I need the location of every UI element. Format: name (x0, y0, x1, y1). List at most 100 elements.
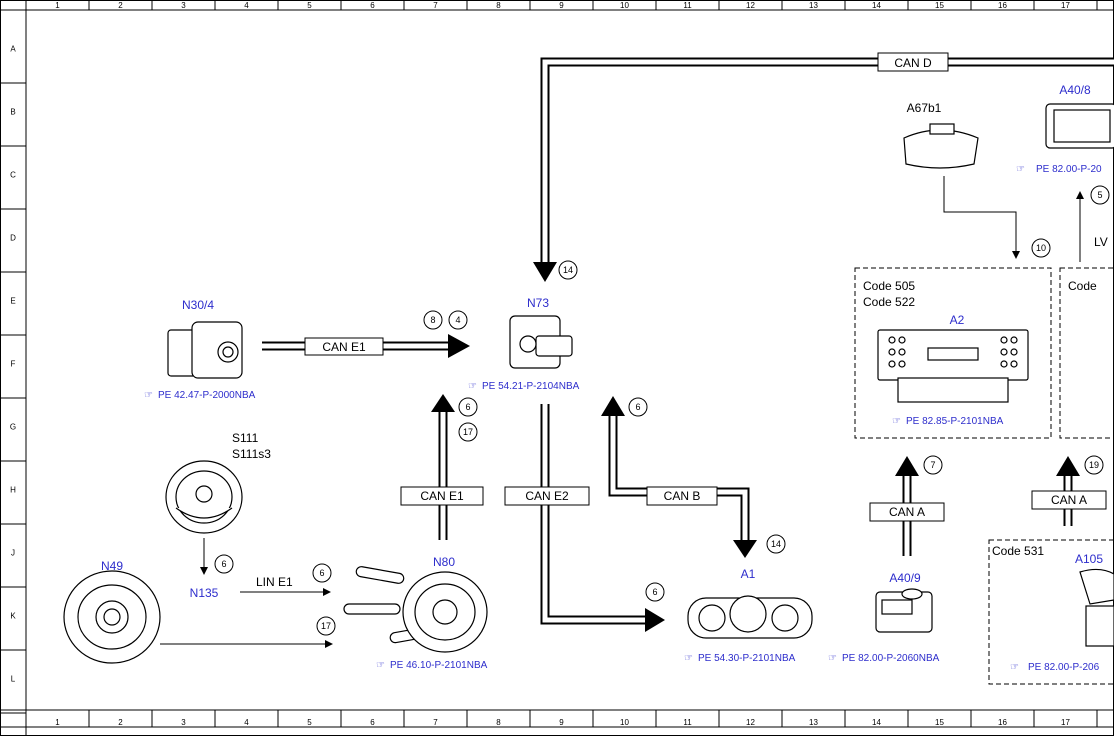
bus-can-a-2: CAN A (1051, 493, 1087, 507)
n30-4-module-icon (167, 321, 243, 379)
label-n73: N73 (527, 296, 549, 310)
bus-arrowheads (431, 262, 1080, 632)
label-n49: N49 (101, 559, 123, 573)
circle-4-text: 4 (455, 315, 460, 325)
circle-5-text: 5 (1097, 190, 1102, 200)
ref-n73[interactable]: ☞ PE 54.21-P-2104NBA (468, 381, 580, 392)
grid-col-label: 2 (118, 718, 123, 727)
circle-7-text: 7 (930, 460, 935, 470)
grid-col-label: 16 (998, 1, 1007, 10)
label-s111: S111 (232, 431, 259, 445)
ref-a40-8-text: PE 82.00-P-20 (1036, 164, 1102, 175)
grid-col-label: 3 (181, 718, 186, 727)
grid-col-label: 5 (307, 718, 312, 727)
a2-buttons (888, 336, 1018, 368)
circle-4: 4 (448, 310, 468, 330)
grid-col-label: 10 (620, 718, 629, 727)
ref-a40-8[interactable]: ☞ PE 82.00-P-20 (1016, 164, 1102, 175)
hand-icon: ☞ (376, 660, 385, 671)
hand-icon: ☞ (892, 416, 901, 427)
grid-col-label: 6 (370, 1, 375, 10)
grid-col-label: 7 (433, 718, 438, 727)
steering-wheel-icon (165, 460, 243, 534)
circle-6-lin-text: 6 (319, 568, 324, 578)
grid-col-label: 15 (935, 718, 944, 727)
ref-a1-text: PE 54.30-P-2101NBA (698, 653, 796, 664)
hand-icon: ☞ (144, 390, 153, 401)
label-a67b1: A67b1 (907, 101, 942, 115)
a2-radio-icon (877, 329, 1029, 403)
grid-col-label: 6 (370, 718, 375, 727)
ref-n80[interactable]: ☞ PE 46.10-P-2101NBA (376, 660, 488, 671)
grid-col-label: 8 (496, 718, 501, 727)
label-n80: N80 (433, 555, 455, 569)
bus-can-e1-mid: CAN E1 (420, 489, 464, 503)
grid-row-label: J (11, 549, 15, 558)
circle-19: 19 (1084, 455, 1104, 475)
ref-a105[interactable]: ☞ PE 82.00-P-206 (1010, 662, 1100, 673)
grid-col-label: 12 (746, 718, 755, 727)
grid-column-ticks: 1122334455667788991010111112121313141415… (55, 0, 1098, 727)
grid-col-label: 9 (559, 1, 564, 10)
grid-col-label: 15 (935, 1, 944, 10)
ref-a1[interactable]: ☞ PE 54.30-P-2101NBA (684, 653, 796, 664)
code-505: Code 505 (863, 279, 915, 293)
ref-a105-text: PE 82.00-P-206 (1028, 662, 1100, 673)
circle-6-a1-text: 6 (652, 587, 657, 597)
code-boxes (854, 267, 1114, 685)
ref-a40-9[interactable]: ☞ PE 82.00-P-2060NBA (828, 653, 940, 664)
grid-col-label: 9 (559, 718, 564, 727)
grid-row-label: C (10, 171, 16, 180)
grid-row-label: G (10, 423, 16, 432)
grid-col-label: 14 (872, 718, 881, 727)
circle-5: 5 (1090, 185, 1110, 205)
ref-n30-4-text: PE 42.47-P-2000NBA (158, 390, 256, 401)
grid-col-label: 13 (809, 1, 818, 10)
grid-row-label: K (10, 612, 16, 621)
ref-n30-4[interactable]: ☞ PE 42.47-P-2000NBA (144, 390, 256, 401)
circle-17-n80: 17 (458, 422, 478, 442)
grid-col-label: 14 (872, 1, 881, 10)
grid-col-label: 11 (683, 1, 692, 10)
a1-instrument-cluster-icon (687, 595, 813, 639)
a105-selector-icon (1079, 568, 1114, 647)
circle-14-top: 14 (558, 260, 578, 280)
grid-col-label: 10 (620, 1, 629, 10)
grid-row-label: H (10, 486, 16, 495)
hand-icon: ☞ (468, 381, 477, 392)
ref-a40-9-text: PE 82.00-P-2060NBA (842, 653, 940, 664)
circle-6-a1: 6 (645, 582, 665, 602)
ref-a2[interactable]: ☞ PE 82.85-P-2101NBA (892, 416, 1004, 427)
label-a2: A2 (950, 313, 965, 327)
label-a1: A1 (741, 567, 756, 581)
circle-7: 7 (923, 455, 943, 475)
code-partial: Code (1068, 279, 1097, 293)
n49-steering-angle-sensor-icon (63, 570, 161, 664)
hand-icon: ☞ (1010, 662, 1019, 673)
a40-8-display-icon (1045, 103, 1114, 149)
ref-n73-text: PE 54.21-P-2104NBA (482, 381, 580, 392)
circle-6-n80: 6 (458, 397, 478, 417)
circle-14-top-text: 14 (563, 265, 573, 275)
grid-col-label: 16 (998, 718, 1007, 727)
grid-col-label: 8 (496, 1, 501, 10)
grid-col-label: 1 (55, 718, 60, 727)
label-s111s3: S111s3 (232, 447, 271, 461)
grid-col-label: 4 (244, 1, 249, 10)
grid-col-label: 7 (433, 1, 438, 10)
hand-icon: ☞ (684, 653, 693, 664)
grid-col-label: 11 (683, 718, 692, 727)
grid-col-label: 17 (1061, 1, 1070, 10)
grid-row-label: E (10, 297, 15, 306)
hand-icon: ☞ (1016, 164, 1025, 175)
grid-col-label: 13 (809, 718, 818, 727)
grid-col-label: 3 (181, 1, 186, 10)
grid-row-label: F (11, 360, 16, 369)
ref-n80-text: PE 46.10-P-2101NBA (390, 660, 488, 671)
circle-6-n135: 6 (214, 554, 234, 574)
circle-14-a1: 14 (766, 534, 786, 554)
label-n135: N135 (190, 586, 219, 600)
code-531: Code 531 (992, 544, 1044, 558)
